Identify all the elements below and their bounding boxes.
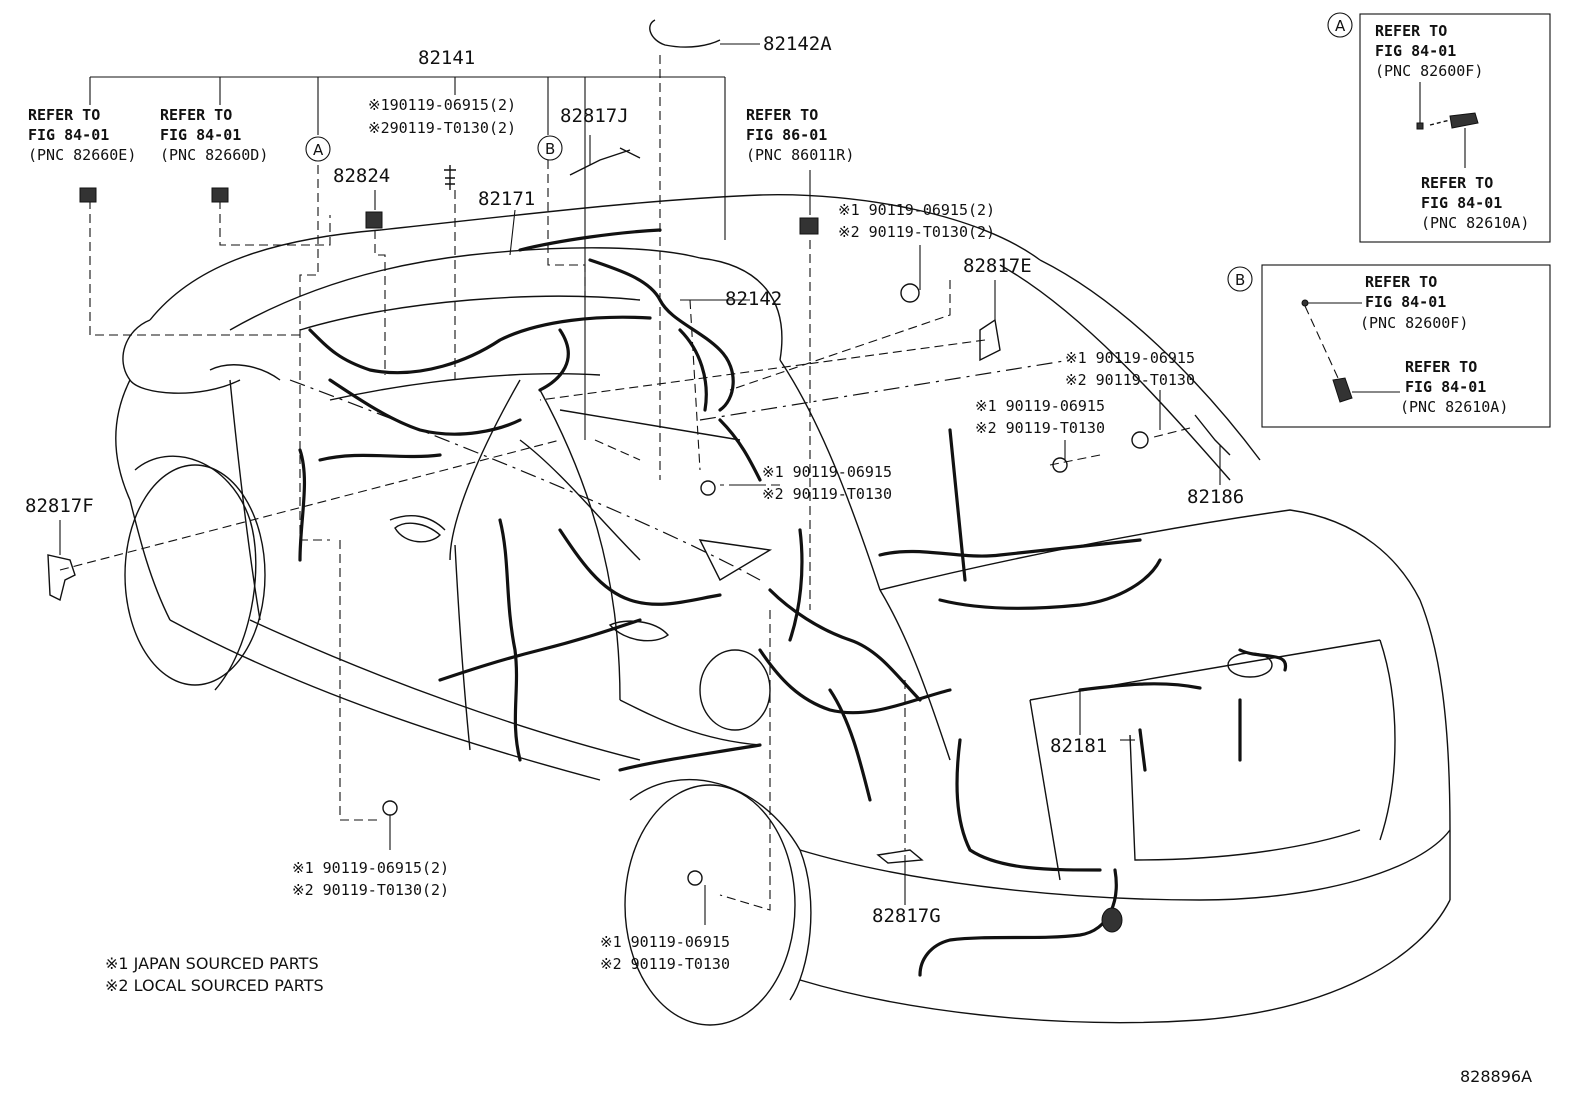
label-82817j: 82817J — [560, 105, 629, 127]
label-82142: 82142 — [725, 288, 782, 310]
inset-a-box: A REFER TO FIG 84-01 (PNC 82600F) REFER … — [1327, 12, 1551, 243]
note-mid-right-2-b: ※2 90119-T0130 — [975, 419, 1105, 437]
legend-line-1: ※1 JAPAN SOURCED PARTS — [105, 954, 319, 973]
inset-b-marker: B — [1235, 271, 1245, 289]
connector-82824-icon — [365, 211, 383, 229]
circle-marker-a: A — [305, 136, 331, 162]
label-82181: 82181 — [1050, 735, 1107, 757]
marker-a-text: A — [313, 141, 324, 159]
bolt-82817e-icon — [900, 283, 920, 303]
note-bottom-left-a: ※1 90119-06915(2) — [292, 859, 449, 877]
ref-2-line-1: REFER TO — [160, 106, 232, 124]
bolt-top-icon — [444, 165, 456, 190]
refer-labels: REFER TO FIG 84-01 (PNC 82660E) REFER TO… — [28, 106, 854, 164]
bracket-82817e-icon — [979, 318, 1001, 362]
pad-82817g-icon — [876, 849, 924, 864]
inset-b-clip-icon — [1301, 299, 1309, 307]
inset-a-top-line-2: FIG 84-01 — [1375, 42, 1456, 60]
connector-86011r-icon — [799, 217, 819, 235]
label-82142a: 82142A — [763, 33, 832, 55]
label-82171: 82171 — [478, 188, 535, 210]
bolt-bottom-center-icon — [687, 870, 703, 886]
bracket-82817f-icon — [47, 554, 76, 602]
inset-b-bottom-line-3: (PNC 82610A) — [1400, 398, 1508, 416]
note-mid-right-1-b: ※2 90119-T0130 — [1065, 371, 1195, 389]
harness-82142a-icon — [649, 19, 721, 48]
inset-a-clip-icon — [1416, 122, 1424, 130]
inset-b-bottom-line-2: FIG 84-01 — [1405, 378, 1486, 396]
inset-b-top-line-1: REFER TO — [1365, 273, 1437, 291]
inset-b-box: B REFER TO FIG 84-01 (PNC 82600F) REFER … — [1227, 264, 1551, 428]
car-body-outline — [115, 194, 1451, 1026]
legend-line-2: ※2 LOCAL SOURCED PARTS — [105, 976, 324, 995]
part-labels: 82141 82142A 82817J 82171 82824 82142 82… — [25, 33, 1244, 927]
note-bottom-center-b: ※2 90119-T0130 — [600, 955, 730, 973]
note-center-a: ※1 90119-06915 — [762, 463, 892, 481]
connector-82660d-icon — [211, 187, 229, 203]
ref-2-line-2: FIG 84-01 — [160, 126, 241, 144]
note-mid-right-2-a: ※1 90119-06915 — [975, 397, 1105, 415]
bolt-notes: ※190119-06915(2) ※290119-T0130(2) ※1 901… — [292, 96, 1195, 973]
note-top-right-b: ※2 90119-T0130(2) — [838, 223, 995, 241]
wire-harnesses — [298, 228, 1288, 977]
label-82817f: 82817F — [25, 495, 94, 517]
legend: ※1 JAPAN SOURCED PARTS ※2 LOCAL SOURCED … — [105, 954, 324, 995]
clip-82186-icon — [1194, 414, 1231, 456]
ref-3-line-2: FIG 86-01 — [746, 126, 827, 144]
connector-82660e-icon — [79, 187, 97, 203]
clip-82817j-icon — [569, 147, 641, 176]
inset-b-top-line-2: FIG 84-01 — [1365, 293, 1446, 311]
leader-lines — [59, 55, 1191, 911]
inset-a-bottom-line-2: FIG 84-01 — [1421, 194, 1502, 212]
ref-2-line-3: (PNC 82660D) — [160, 146, 268, 164]
note-center-b: ※2 90119-T0130 — [762, 485, 892, 503]
inset-a-top-line-3: (PNC 82600F) — [1375, 62, 1483, 80]
note-mid-right-1-a: ※1 90119-06915 — [1065, 349, 1195, 367]
label-82186: 82186 — [1187, 486, 1244, 508]
inset-b-bottom-line-1: REFER TO — [1405, 358, 1477, 376]
ref-3-line-3: (PNC 86011R) — [746, 146, 854, 164]
marker-b-text: B — [545, 140, 555, 158]
ref-1-line-2: FIG 84-01 — [28, 126, 109, 144]
bolt-center-icon — [700, 480, 716, 496]
note-top-center-b: ※290119-T0130(2) — [368, 119, 516, 137]
ref-1-line-3: (PNC 82660E) — [28, 146, 136, 164]
figure-id: 828896A — [1460, 1067, 1532, 1086]
ref-1-line-1: REFER TO — [28, 106, 100, 124]
inset-a-bottom-line-1: REFER TO — [1421, 174, 1493, 192]
bolt-mid-right-1-icon — [1131, 431, 1149, 449]
note-top-center-a: ※190119-06915(2) — [368, 96, 516, 114]
bolt-mid-right-2-icon — [1052, 457, 1068, 473]
label-82141: 82141 — [418, 47, 475, 69]
inset-b-top-line-3: (PNC 82600F) — [1360, 314, 1468, 332]
label-82824: 82824 — [333, 165, 390, 187]
note-top-right-a: ※1 90119-06915(2) — [838, 201, 995, 219]
inset-b-sensor-icon — [1332, 377, 1353, 403]
label-82817e: 82817E — [963, 255, 1032, 277]
ref-3-line-1: REFER TO — [746, 106, 818, 124]
note-bottom-center-a: ※1 90119-06915 — [600, 933, 730, 951]
note-bottom-left-b: ※2 90119-T0130(2) — [292, 881, 449, 899]
inset-a-marker: A — [1335, 17, 1346, 35]
circle-marker-b: B — [537, 135, 563, 161]
inset-a-sensor-icon — [1449, 112, 1479, 129]
inset-a-top-line-1: REFER TO — [1375, 22, 1447, 40]
callout-lines — [59, 43, 1221, 925]
bolt-bottom-left-icon — [382, 800, 398, 816]
label-82817g: 82817G — [872, 905, 941, 927]
connector-parts — [47, 19, 1231, 886]
inset-a-bottom-line-3: (PNC 82610A) — [1421, 214, 1529, 232]
